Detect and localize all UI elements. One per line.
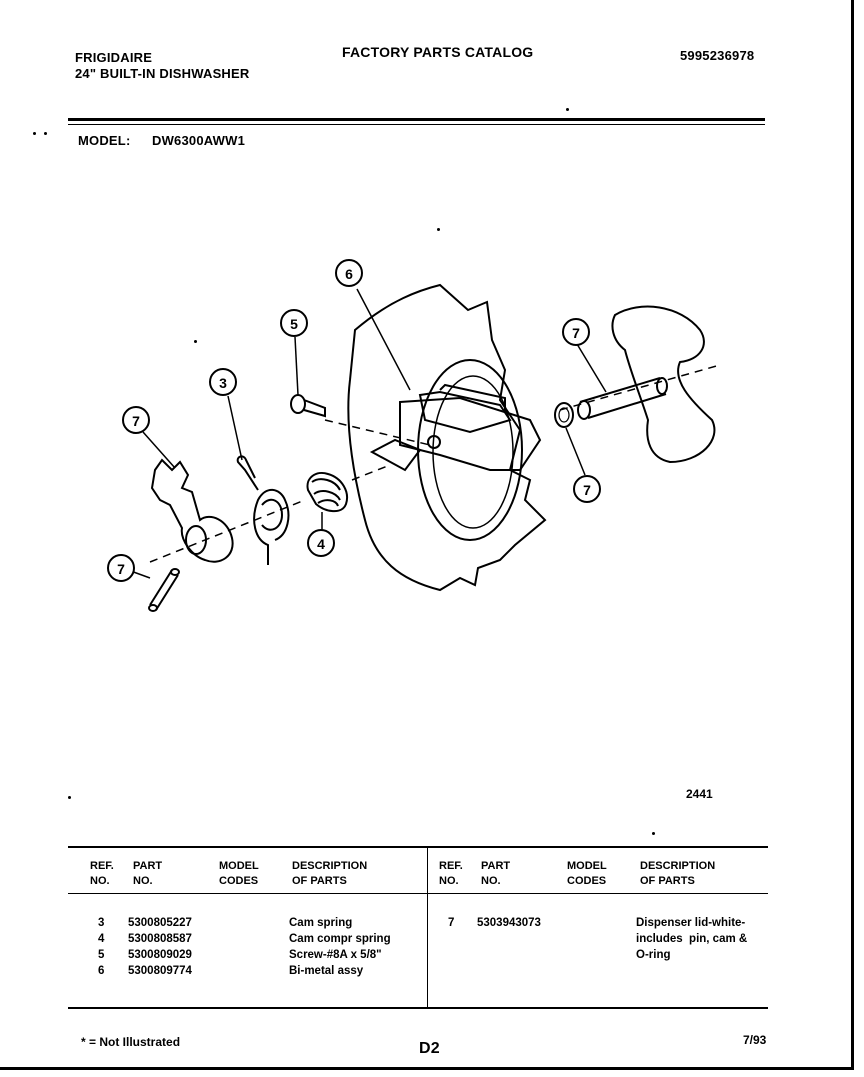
speck — [44, 132, 47, 135]
header-model-codes-right: MODEL CODES — [567, 860, 607, 887]
callout-4: 4 — [317, 536, 325, 552]
callout-7-pin: 7 — [572, 325, 580, 341]
header-model-codes: MODEL CODES — [219, 860, 259, 887]
parts-table — [68, 846, 768, 1009]
header-rule-thin — [68, 124, 765, 125]
header-ref-no: REF. NO. — [90, 860, 114, 887]
row-part: 5300809774 — [128, 965, 192, 977]
catalog-date: 7/93 — [743, 1033, 767, 1047]
catalog-number: 5995236978 — [680, 48, 755, 63]
row-ref: 6 — [98, 965, 105, 977]
row-desc: Screw-#8A x 5/8" — [289, 949, 382, 961]
row-part: 5300805227 — [128, 917, 192, 929]
row-ref: 3 — [98, 917, 105, 929]
row-desc: Cam compr spring — [289, 933, 391, 945]
callout-7-small-pin: 7 — [117, 561, 125, 577]
callout-3: 3 — [219, 375, 227, 391]
speck — [68, 796, 71, 799]
speck — [652, 832, 655, 835]
speck — [33, 132, 36, 135]
row-desc: Dispenser lid-white- includes pin, cam &… — [636, 917, 748, 961]
header-description: DESCRIPTION OF PARTS — [292, 860, 368, 887]
table-column-divider — [427, 848, 428, 1007]
speck — [566, 108, 569, 111]
centerline-screw — [324, 419, 431, 446]
screw — [290, 394, 306, 414]
speck — [194, 340, 197, 343]
row-part: 5303943073 — [477, 917, 541, 929]
pin-left — [149, 569, 179, 611]
row-ref: 4 — [98, 933, 105, 945]
header-ref-no-right: REF. NO. — [439, 860, 463, 887]
model-value: DW6300AWW1 — [152, 133, 246, 148]
dispenser-lid — [611, 305, 716, 464]
header-rule-thick — [68, 118, 765, 121]
header-part-no-right: PART NO. — [481, 860, 511, 887]
header-part-no: PART NO. — [133, 860, 163, 887]
cam-compression-spring — [306, 472, 348, 513]
figure-number: 2441 — [686, 787, 713, 801]
page-number: D2 — [419, 1040, 440, 1057]
row-desc: Bi-metal assy — [289, 965, 364, 977]
header-description-right: DESCRIPTION OF PARTS — [640, 860, 716, 887]
door-panel-shape — [347, 283, 547, 592]
callout-5: 5 — [290, 316, 298, 332]
model-label: MODEL: — [78, 133, 131, 148]
pin-right — [579, 377, 667, 419]
product-name: 24" BUILT-IN DISHWASHER — [75, 66, 250, 81]
catalog-title: FACTORY PARTS CATALOG — [342, 44, 534, 60]
callout-7-oring: 7 — [583, 482, 591, 498]
cam — [150, 458, 234, 563]
speck — [437, 228, 440, 231]
row-ref: 5 — [98, 949, 105, 961]
row-part: 5300809029 — [128, 949, 192, 961]
table-header-rule — [68, 893, 768, 894]
not-illustrated-note: * = Not Illustrated — [81, 1035, 181, 1049]
o-ring — [554, 402, 574, 428]
callout-6: 6 — [345, 266, 353, 282]
callout-7-cam: 7 — [132, 413, 140, 429]
row-desc: Cam spring — [289, 917, 353, 929]
row-part: 5300808587 — [128, 933, 192, 945]
cam-spring — [236, 455, 290, 565]
row-ref: 7 — [448, 917, 455, 929]
brand-name: FRIGIDAIRE — [75, 50, 153, 65]
